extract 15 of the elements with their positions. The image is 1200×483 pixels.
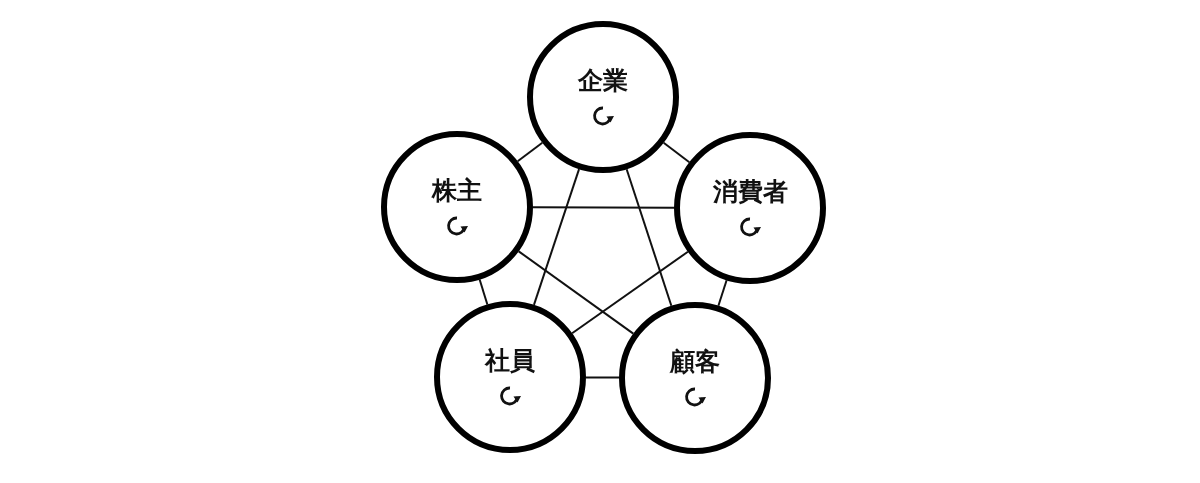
connector-line [585,376,620,379]
node-label: 顧客 [670,347,720,377]
connector-line [625,168,673,307]
node-label: 消費者 [712,177,788,207]
node-label: 社員 [485,346,535,376]
node-label: 株主 [432,176,482,206]
connector-line [532,206,675,209]
connector-line [516,141,544,163]
connector-line [517,250,635,335]
connector-line [662,141,691,164]
connector-line [571,250,689,335]
connector-line [478,278,489,306]
connector-line [532,168,581,306]
node-label: 企業 [578,66,628,96]
connector-line [717,279,728,307]
